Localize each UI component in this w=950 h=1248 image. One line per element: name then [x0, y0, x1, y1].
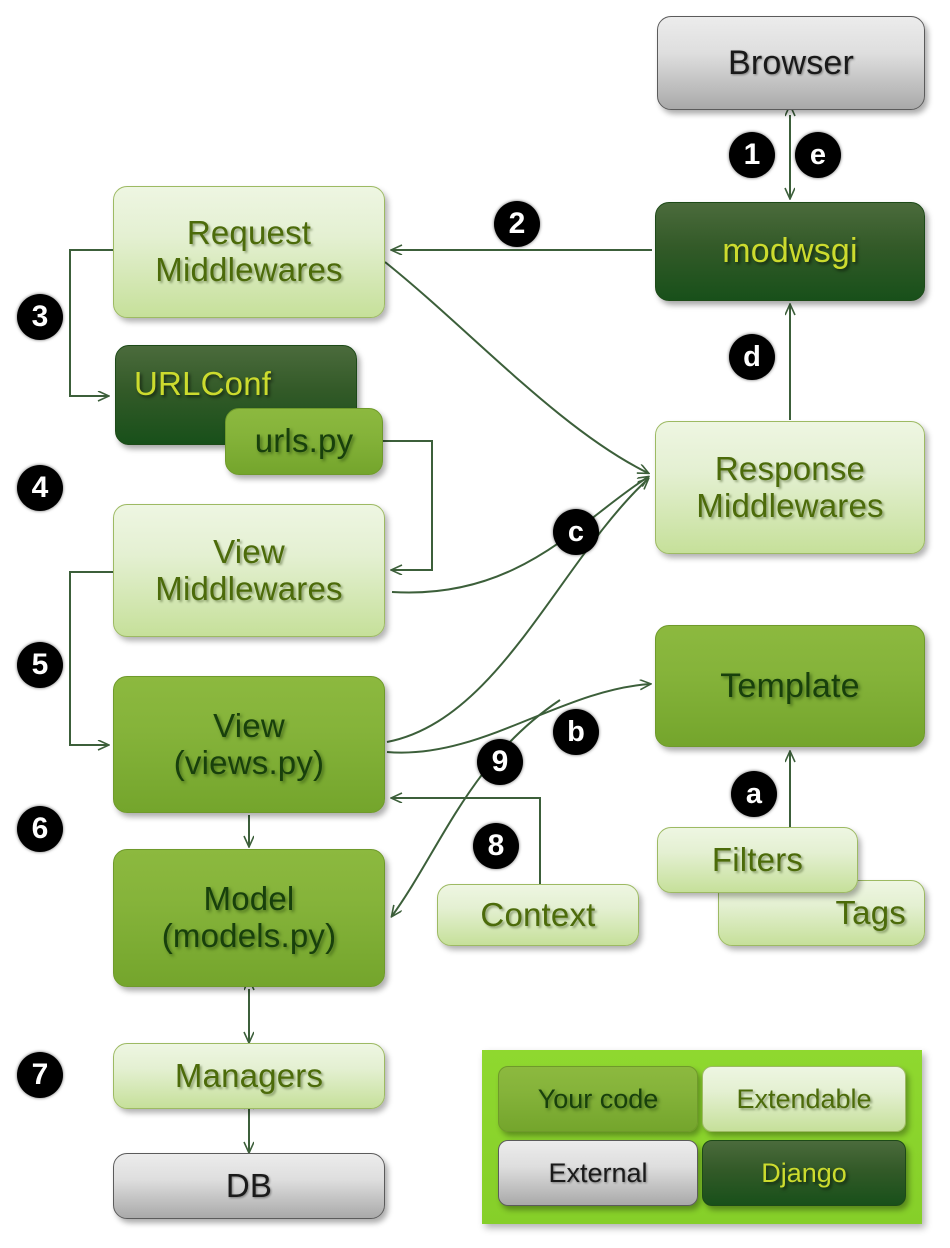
node-urls-py[interactable]: urls.py — [225, 408, 383, 475]
badge-8-label: 8 — [487, 829, 505, 862]
node-browser[interactable]: Browser — [657, 16, 925, 110]
edge-view-template-curve — [386, 684, 650, 754]
badge-1: 1 — [729, 132, 775, 178]
badge-e-label: e — [809, 138, 827, 171]
edge-request-to-response-curve — [384, 261, 648, 473]
badge-7: 7 — [17, 1052, 63, 1098]
node-db[interactable]: DB — [113, 1153, 385, 1219]
legend: Your code Extendable External Django — [482, 1050, 922, 1224]
node-view-middlewares-label: View Middlewares — [155, 532, 343, 607]
node-tags-label: Tags — [835, 893, 906, 931]
node-template[interactable]: Template — [655, 625, 925, 747]
badge-d: d — [729, 334, 775, 380]
legend-item-external-label: External — [548, 1157, 648, 1188]
node-urls-py-label: urls.py — [254, 422, 354, 460]
badge-c-label: c — [567, 515, 585, 548]
node-modwsgi[interactable]: modwsgi — [655, 202, 925, 301]
badge-a-label: a — [745, 777, 763, 810]
node-modwsgi-label: modwsgi — [722, 232, 858, 271]
legend-item-your-code-label: Your code — [537, 1083, 659, 1114]
node-managers[interactable]: Managers — [113, 1043, 385, 1109]
node-response-middlewares[interactable]: Response Middlewares — [655, 421, 925, 554]
node-db-label: DB — [225, 1166, 273, 1204]
node-urlconf-label: URLConf — [134, 364, 272, 402]
badge-4-label: 4 — [31, 471, 49, 504]
badge-1-label: 1 — [743, 138, 761, 171]
node-managers-label: Managers — [174, 1056, 324, 1094]
legend-item-django-label: Django — [761, 1157, 847, 1188]
edge-view-middlewares-to-response-curve — [391, 477, 648, 594]
node-response-middlewares-label: Response Middlewares — [696, 449, 884, 524]
node-browser-label: Browser — [727, 43, 855, 82]
node-context[interactable]: Context — [437, 884, 639, 946]
legend-item-extendable-label: Extendable — [736, 1083, 872, 1114]
badge-a: a — [731, 771, 777, 817]
badge-9-label: 9 — [491, 745, 509, 778]
badge-4: 4 — [17, 465, 63, 511]
edge-request-middlewares-urlconf — [69, 249, 113, 396]
node-request-middlewares-label: Request Middlewares — [155, 214, 343, 288]
badge-d-label: d — [743, 340, 761, 373]
node-context-label: Context — [480, 895, 596, 933]
legend-item-your-code[interactable]: Your code — [498, 1066, 698, 1132]
badge-5: 5 — [17, 642, 63, 688]
legend-item-external[interactable]: External — [498, 1140, 698, 1206]
node-view-middlewares[interactable]: View Middlewares — [113, 504, 385, 637]
badge-8: 8 — [473, 823, 519, 869]
badge-c: c — [553, 509, 599, 555]
node-view-label: View (views.py) — [173, 706, 325, 781]
badge-b-label: b — [567, 715, 585, 748]
node-template-label: Template — [720, 666, 860, 705]
badge-2-label: 2 — [508, 207, 526, 240]
badge-3: 3 — [17, 294, 63, 340]
badge-e: e — [795, 132, 841, 178]
badge-7-label: 7 — [31, 1058, 49, 1091]
badge-6: 6 — [17, 806, 63, 852]
node-filters[interactable]: Filters — [657, 827, 858, 893]
legend-item-django[interactable]: Django — [702, 1140, 906, 1206]
badge-2: 2 — [494, 201, 540, 247]
badge-6-label: 6 — [31, 812, 49, 845]
edge-urlspy-view-middlewares — [383, 440, 433, 570]
node-model-label: Model (models.py) — [161, 880, 337, 954]
node-model[interactable]: Model (models.py) — [113, 849, 385, 987]
edge-view-middlewares-view — [69, 571, 113, 745]
node-request-middlewares[interactable]: Request Middlewares — [113, 186, 385, 318]
badge-b: b — [553, 709, 599, 755]
node-filters-label: Filters — [711, 840, 804, 878]
badge-5-label: 5 — [31, 648, 49, 681]
node-view[interactable]: View (views.py) — [113, 676, 385, 813]
edge-view-to-response-curve — [386, 479, 648, 743]
badge-9: 9 — [477, 739, 523, 785]
badge-3-label: 3 — [31, 300, 49, 333]
legend-item-extendable[interactable]: Extendable — [702, 1066, 906, 1132]
